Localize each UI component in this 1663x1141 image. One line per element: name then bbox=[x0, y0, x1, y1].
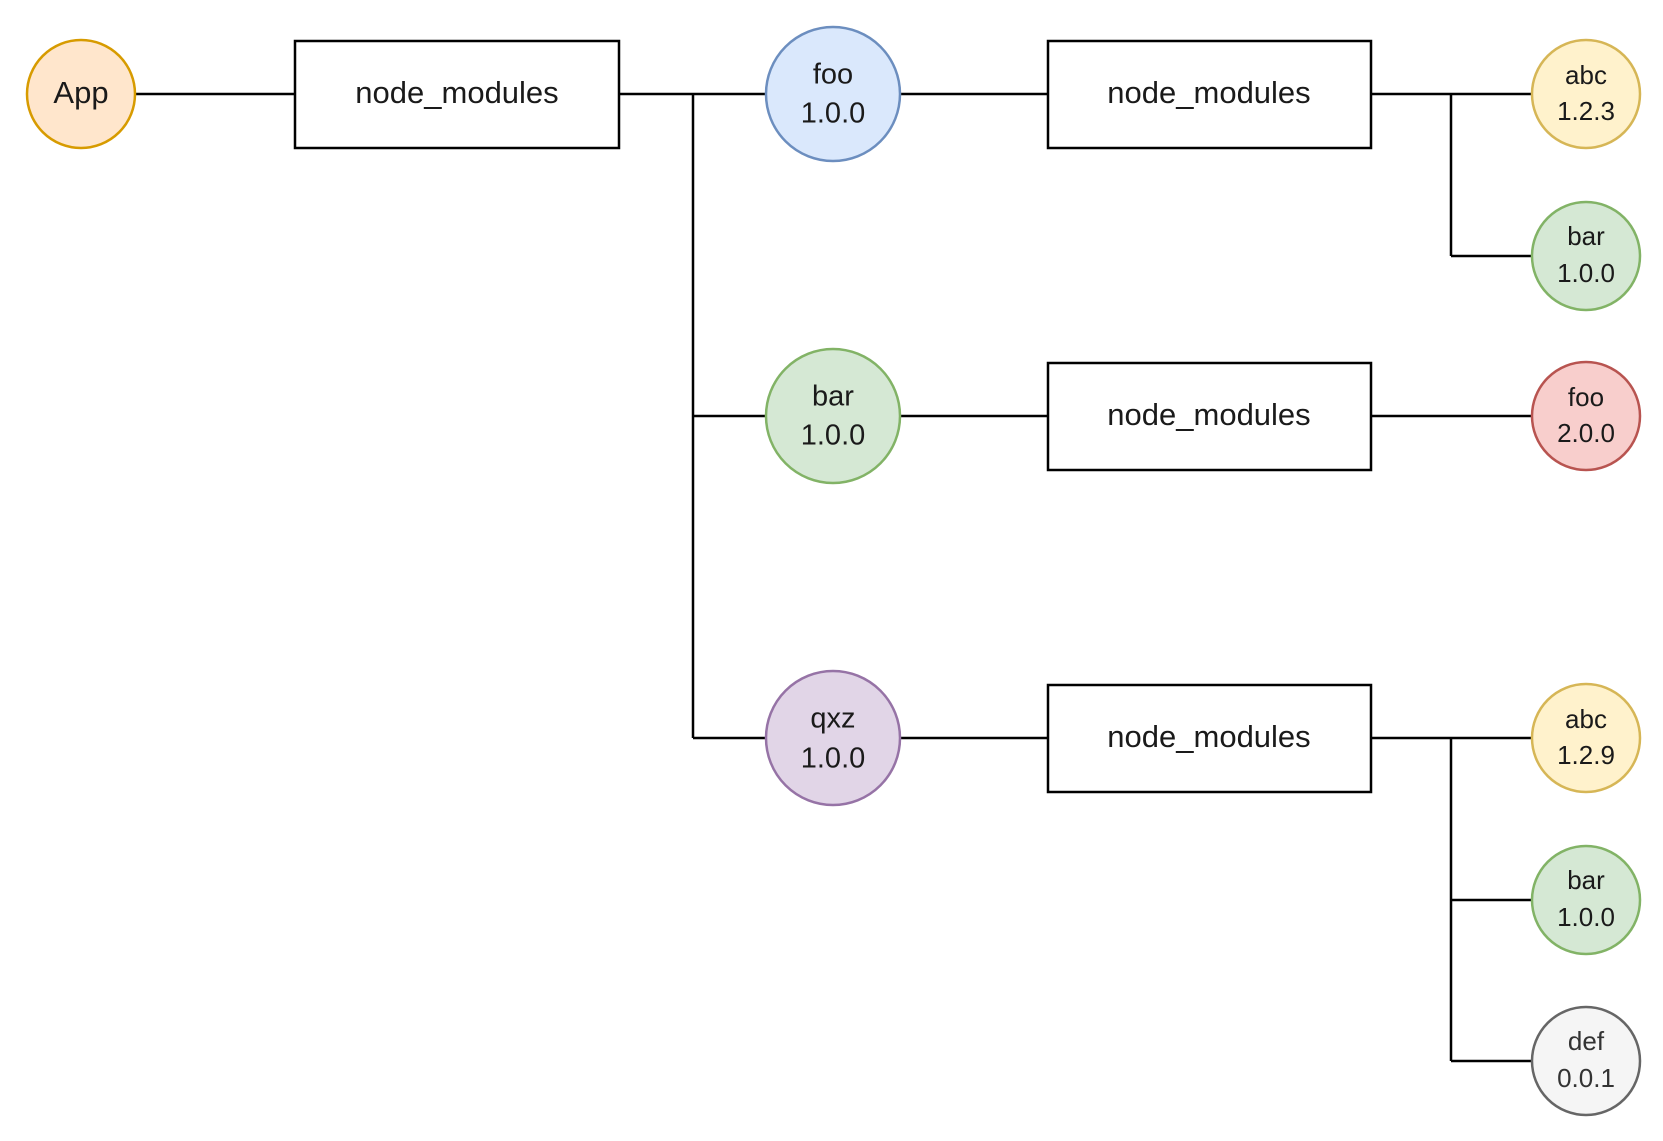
foo-node-modules-label: node_modules bbox=[1107, 75, 1310, 110]
package-bar-name: bar bbox=[812, 381, 854, 413]
package-bar-circle bbox=[764, 347, 902, 485]
package-qxz-version: 1.0.0 bbox=[801, 743, 866, 775]
dep-abc-1-2-9-name: abc bbox=[1565, 704, 1607, 734]
dep-bar-1-0-0-under-qxz: bar 1.0.0 bbox=[1530, 844, 1642, 956]
qxz-node-modules: node_modules bbox=[1046, 683, 1373, 794]
root-node-modules: node_modules bbox=[293, 39, 621, 150]
package-foo: foo 1.0.0 bbox=[764, 25, 902, 163]
dep-bar-under-foo-name: bar bbox=[1567, 221, 1605, 251]
foo-node-modules-box bbox=[1046, 39, 1373, 150]
dep-def-0-0-1-circle bbox=[1530, 1005, 1642, 1117]
bar-node-modules-box bbox=[1046, 361, 1373, 472]
app-label: App bbox=[53, 75, 108, 110]
package-bar: bar 1.0.0 bbox=[764, 347, 902, 485]
package-foo-version: 1.0.0 bbox=[801, 98, 866, 130]
dep-abc-1-2-3-version: 1.2.3 bbox=[1557, 96, 1615, 126]
package-foo-name: foo bbox=[813, 59, 853, 91]
dep-def-0-0-1-version: 0.0.1 bbox=[1557, 1063, 1615, 1093]
dep-bar-under-foo-version: 1.0.0 bbox=[1557, 258, 1615, 288]
package-qxz-circle bbox=[764, 669, 902, 807]
bar-node-modules-label: node_modules bbox=[1107, 397, 1310, 432]
package-bar-version: 1.0.0 bbox=[801, 420, 866, 452]
bar-node-modules: node_modules bbox=[1046, 361, 1373, 472]
dep-foo-2-0-0-version: 2.0.0 bbox=[1557, 418, 1615, 448]
dep-bar-under-qxz-version: 1.0.0 bbox=[1557, 902, 1615, 932]
dep-bar-under-qxz-name: bar bbox=[1567, 865, 1605, 895]
qxz-node-modules-box bbox=[1046, 683, 1373, 794]
connectors bbox=[135, 92, 1532, 1063]
app-circle bbox=[25, 38, 137, 150]
package-qxz-name: qxz bbox=[810, 703, 855, 735]
dep-abc-1-2-3-circle bbox=[1530, 38, 1642, 150]
dep-bar-under-qxz-circle bbox=[1530, 844, 1642, 956]
dep-bar-1-0-0-under-foo: bar 1.0.0 bbox=[1530, 200, 1642, 312]
dep-abc-1-2-9-version: 1.2.9 bbox=[1557, 740, 1615, 770]
dep-abc-1-2-3-name: abc bbox=[1565, 60, 1607, 90]
dep-foo-2-0-0: foo 2.0.0 bbox=[1530, 360, 1642, 472]
app-node: App bbox=[25, 38, 137, 150]
dep-abc-1-2-9-circle bbox=[1530, 682, 1642, 794]
dep-foo-2-0-0-circle bbox=[1530, 360, 1642, 472]
dep-abc-1-2-9: abc 1.2.9 bbox=[1530, 682, 1642, 794]
qxz-node-modules-label: node_modules bbox=[1107, 719, 1310, 754]
dep-abc-1-2-3: abc 1.2.3 bbox=[1530, 38, 1642, 150]
root-node-modules-box bbox=[293, 39, 621, 150]
dep-bar-under-foo-circle bbox=[1530, 200, 1642, 312]
root-node-modules-label: node_modules bbox=[355, 75, 558, 110]
dep-def-0-0-1-name: def bbox=[1568, 1026, 1605, 1056]
package-foo-circle bbox=[764, 25, 902, 163]
dep-foo-2-0-0-name: foo bbox=[1568, 382, 1604, 412]
foo-node-modules: node_modules bbox=[1046, 39, 1373, 150]
dep-def-0-0-1: def 0.0.1 bbox=[1530, 1005, 1642, 1117]
package-qxz: qxz 1.0.0 bbox=[764, 669, 902, 807]
